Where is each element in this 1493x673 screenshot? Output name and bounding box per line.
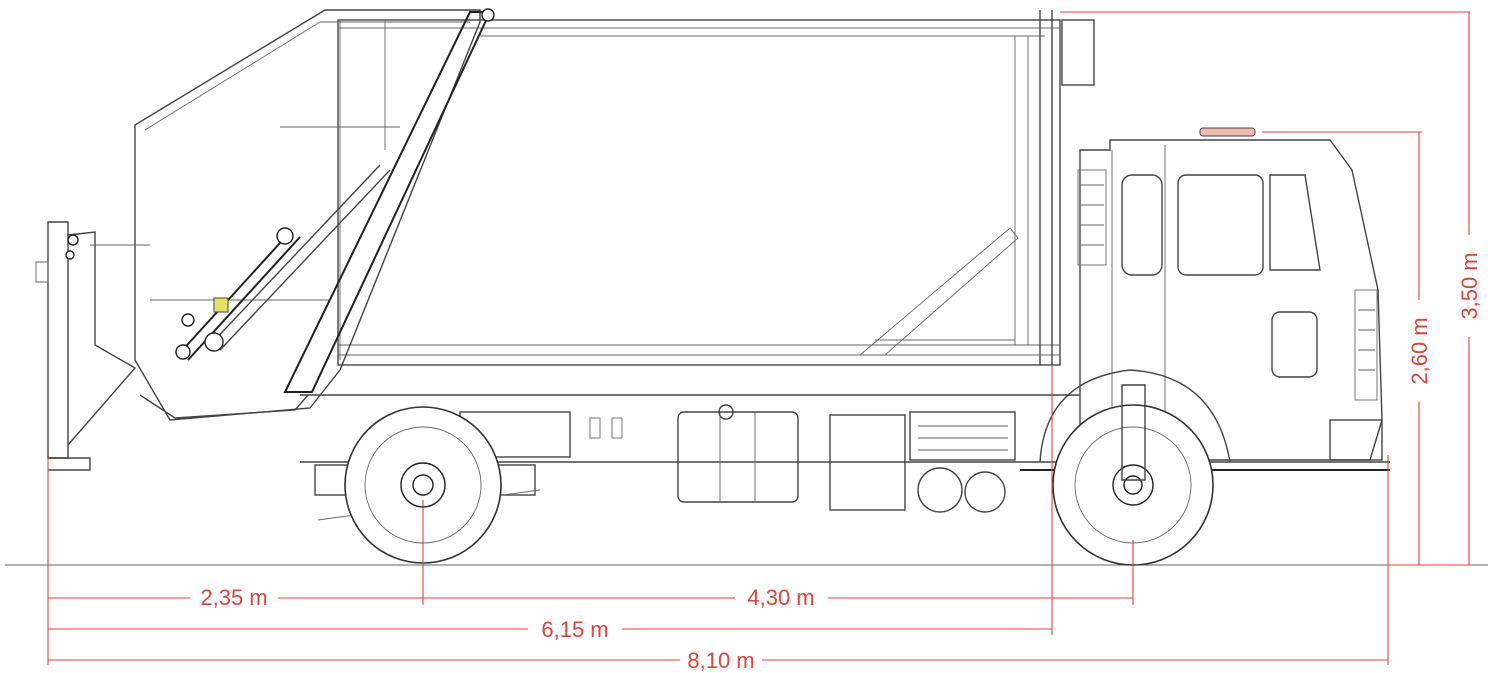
container-body xyxy=(337,10,1095,366)
cab xyxy=(1039,127,1383,463)
dim-label-rear-overhang: 2,35 m xyxy=(200,585,267,610)
dim-label-wheelbase: 4,30 m xyxy=(747,585,814,610)
dim-label-cab-height: 2,60 m xyxy=(1407,317,1432,384)
tailgate xyxy=(35,8,495,471)
front-wheel xyxy=(1052,384,1214,566)
dim-label-overall-height: 3,50 m xyxy=(1457,252,1482,319)
dimension-lines xyxy=(47,11,1470,665)
dim-label-length-to-cab: 6,15 m xyxy=(541,617,608,642)
dim-label-overall-length: 8,10 m xyxy=(687,648,754,673)
